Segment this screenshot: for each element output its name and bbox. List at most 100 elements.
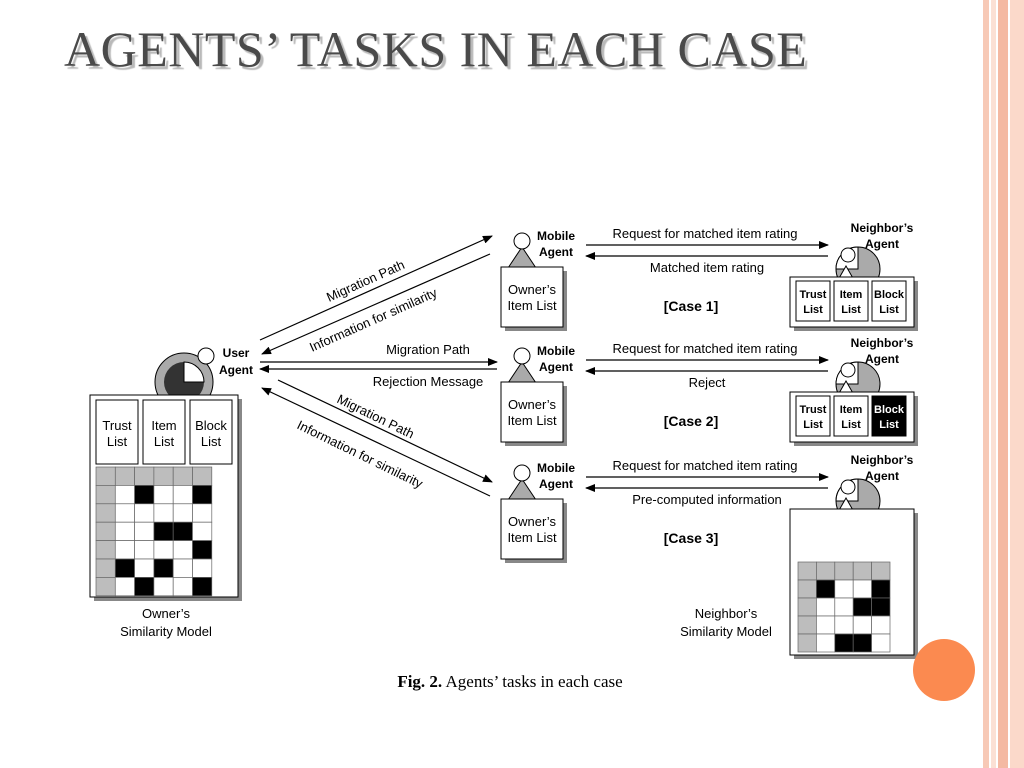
- owner-item-list-label-2: Item List: [507, 413, 557, 428]
- user-agent-icon: [154, 347, 215, 412]
- neighbor-matrix-cell: [797, 615, 817, 635]
- neighbor-agent-head-icon: [840, 247, 856, 263]
- case3-migration-label: Migration Path: [335, 391, 417, 441]
- neighbor-trust-list-box: [795, 395, 831, 437]
- case-label: [Case 3]: [664, 530, 718, 546]
- reply-label: Reject: [689, 375, 726, 390]
- owner-matrix-cell: [172, 558, 193, 578]
- owner-matrix-cell: [134, 577, 155, 597]
- decor-stripe-4: [1010, 0, 1024, 768]
- neighbor-trust-list-label-2: List: [803, 304, 823, 316]
- owner-model-label-1: Owner’s: [142, 606, 190, 621]
- neighbor-model-label-1: Neighbor’s: [695, 606, 758, 621]
- slide-title: AGENTS’ TASKS IN EACH CASE: [64, 21, 808, 77]
- owner-matrix-cell: [114, 577, 135, 597]
- neighbor-item-list-label-2: List: [841, 304, 861, 316]
- neighbor-trust-list-label-1: Trust: [800, 404, 827, 416]
- owner-matrix-cell: [153, 466, 174, 486]
- mobile-agent-head-icon: [513, 347, 531, 365]
- owner-matrix-cell: [134, 503, 155, 523]
- neighbor-agent-head-icon: [840, 479, 856, 495]
- owner-matrix-cell: [153, 540, 174, 560]
- request-label: Request for matched item rating: [613, 341, 798, 356]
- owner-matrix-cell: [95, 558, 116, 578]
- neighbor-matrix-cell: [834, 579, 854, 599]
- mobile-agent-label-1: Mobile: [537, 229, 575, 243]
- neighbor-block-list-box: [871, 395, 907, 437]
- owner-matrix-cell: [172, 503, 193, 523]
- case-label: [Case 1]: [664, 298, 718, 314]
- owner-matrix-cell: [114, 485, 135, 505]
- owner-matrix-cell: [172, 540, 193, 560]
- decor-stripe-2: [991, 0, 996, 768]
- owner-item-list-box: [500, 381, 564, 443]
- owner-matrix-cell: [153, 577, 174, 597]
- mobile-agent-icon: [507, 246, 537, 269]
- owner-matrix-cell: [95, 521, 116, 541]
- neighbor-agent-label-1: Neighbor’s: [851, 336, 914, 350]
- neighbor-matrix-cell: [797, 579, 817, 599]
- owner-matrix-cell: [114, 558, 135, 578]
- neighbor-matrix-cell: [871, 579, 891, 599]
- owner-matrix-cell: [153, 485, 174, 505]
- owner-rating-matrix: [95, 466, 213, 597]
- mobile-agent-head-icon: [513, 464, 531, 482]
- owner-matrix-cell: [134, 485, 155, 505]
- reply-label: Matched item rating: [650, 260, 764, 275]
- neighbor-matrix-cell: [816, 579, 836, 599]
- neighbor-agent-label-2: Agent: [865, 469, 899, 483]
- case2-migration-label: Migration Path: [386, 342, 470, 357]
- owner-item-list-label-2: Item List: [507, 298, 557, 313]
- neighbor-matrix-cell: [834, 615, 854, 635]
- neighbor-matrix-cell: [834, 597, 854, 617]
- owner-matrix-cell: [114, 521, 135, 541]
- neighbor-agent-head-icon: [840, 362, 856, 378]
- neighbor-matrix-cell: [852, 615, 872, 635]
- neighbor-matrix-cell: [834, 561, 854, 581]
- owner-matrix-cell: [114, 466, 135, 486]
- neighbor-agent-label-1: Neighbor’s: [851, 221, 914, 235]
- neighbor-agent-label-2: Agent: [865, 237, 899, 251]
- owner-matrix-cell: [172, 485, 193, 505]
- owner-item-list-box: [500, 498, 564, 560]
- neighbor-matrix-cell: [871, 615, 891, 635]
- neighbor-matrix-cell: [871, 633, 891, 653]
- request-label: Request for matched item rating: [613, 458, 798, 473]
- mobile-agent-label-1: Mobile: [537, 344, 575, 358]
- owner-item-list-label-2: Item List: [507, 530, 557, 545]
- neighbor-block-list-box: [871, 280, 907, 322]
- neighbor-matrix-cell: [852, 597, 872, 617]
- mobile-agent-label-2: Agent: [539, 477, 573, 491]
- neighbor-matrix-cell: [816, 615, 836, 635]
- neighbor-agent-label-2: Agent: [865, 352, 899, 366]
- owner-matrix-cell: [192, 540, 213, 560]
- neighbor-matrix-cell: [852, 633, 872, 653]
- owner-item-list-2: List: [154, 434, 175, 449]
- neighbor-block-list-label-1: Block: [874, 404, 905, 416]
- neighbor-matrix-cell: [871, 597, 891, 617]
- owner-matrix-cell: [114, 540, 135, 560]
- case2-rejection-label: Rejection Message: [373, 374, 484, 389]
- owner-trust-list-1: Trust: [102, 418, 132, 433]
- caption-text: Agents’ tasks in each case: [445, 672, 623, 691]
- owner-matrix-cell: [172, 577, 193, 597]
- caption-figure-number: Fig. 2.: [397, 672, 443, 691]
- owner-matrix-cell: [114, 503, 135, 523]
- reply-label: Pre-computed information: [632, 492, 782, 507]
- owner-item-list-label-1: Owner’s: [508, 514, 556, 529]
- mobile-agent-label-2: Agent: [539, 245, 573, 259]
- neighbor-block-list-label-2: List: [879, 304, 899, 316]
- mobile-agent-icon: [507, 478, 537, 501]
- mobile-agent-label-2: Agent: [539, 360, 573, 374]
- owner-matrix-cell: [134, 466, 155, 486]
- owner-model-label-2: Similarity Model: [120, 624, 212, 639]
- neighbor-block-list-label-2: List: [879, 419, 899, 431]
- neighbor-trust-list-box: [795, 280, 831, 322]
- owner-item-list-label-1: Owner’s: [508, 282, 556, 297]
- owner-block-list-2: List: [201, 434, 222, 449]
- owner-matrix-cell: [192, 558, 213, 578]
- owner-matrix-cell: [153, 521, 174, 541]
